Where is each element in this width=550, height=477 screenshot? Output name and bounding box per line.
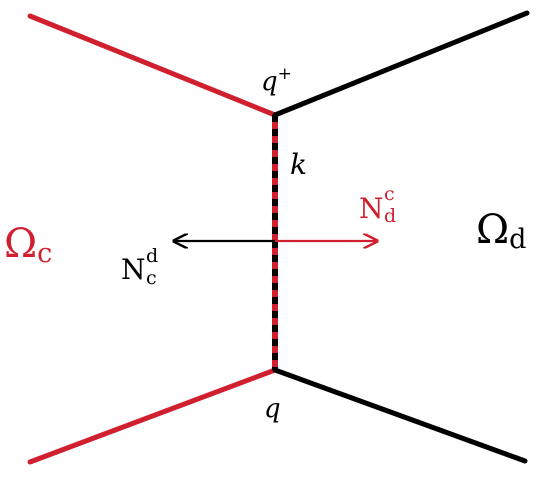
svg-text:d: d (146, 245, 158, 267)
lower-right-edge (272, 367, 528, 464)
upper-right-edge (272, 10, 530, 118)
svg-text:d: d (384, 205, 396, 227)
vertex-label-top: q+ (261, 64, 292, 97)
normal-label-right: N c d (359, 183, 396, 227)
svg-text:N: N (359, 192, 384, 225)
normal-label-left: N d c (121, 245, 158, 289)
region-label-right: Ωd (476, 207, 526, 255)
lower-left-edge (27, 367, 278, 465)
vertex-label-bottom: q (264, 394, 281, 424)
svg-text:N: N (121, 253, 146, 286)
svg-text:c: c (384, 183, 395, 205)
upper-left-edge (27, 13, 278, 118)
edge-label-k: k (290, 148, 307, 181)
region-label-left: Ωc (4, 221, 52, 269)
svg-text:c: c (146, 267, 157, 289)
